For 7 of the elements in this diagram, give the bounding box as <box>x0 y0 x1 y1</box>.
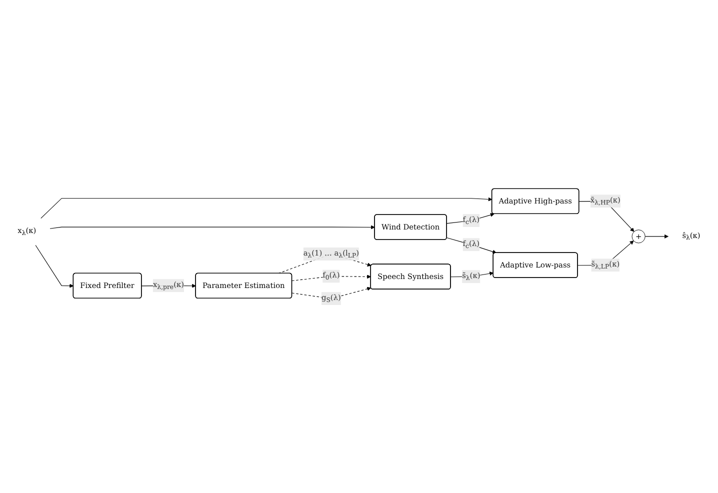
arrow <box>50 224 375 229</box>
arrow <box>446 237 497 254</box>
arrow <box>292 274 372 281</box>
arrow <box>292 286 372 298</box>
arrow <box>35 244 74 288</box>
arrow <box>644 234 668 238</box>
arrow <box>40 196 492 218</box>
